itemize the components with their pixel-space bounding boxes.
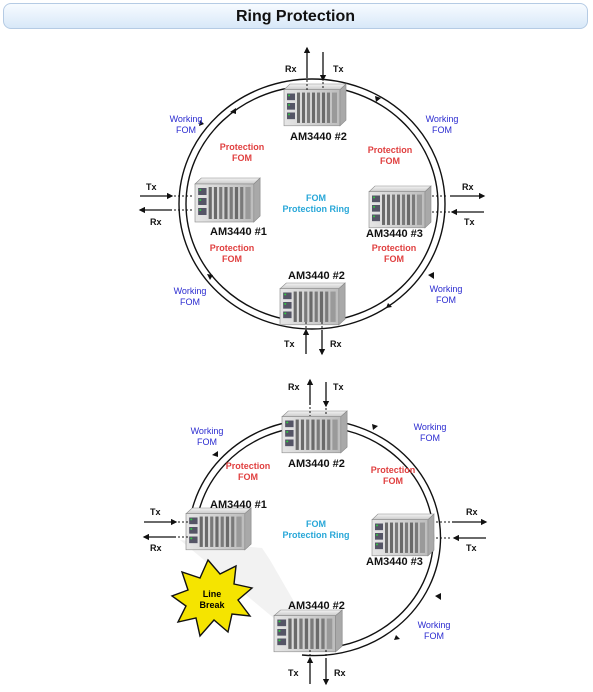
tx-label-bottom: Tx — [284, 339, 295, 349]
page-title: Ring Protection — [235, 8, 356, 25]
tx-label-right-2: Tx — [466, 543, 477, 553]
diagram-2: AM3440 #2 AM3440 #1 AM3440 #3 AM3440 #2 … — [142, 378, 488, 686]
device-top-icon — [283, 83, 347, 127]
rx-label-top-2: Rx — [288, 382, 300, 392]
device-label-left-2: AM3440 #1 — [210, 499, 267, 511]
device-label-top: AM3440 #2 — [290, 131, 347, 143]
tx-label-top-2: Tx — [333, 382, 344, 392]
rx-label-left-2: Rx — [150, 543, 162, 553]
tx-label-left-2: Tx — [150, 507, 161, 517]
title-bar: Ring Protection — [3, 3, 588, 29]
device-left-icon-2 — [185, 507, 252, 551]
device-label-top-2: AM3440 #2 — [288, 458, 345, 470]
rx-label-bottom-2: Rx — [334, 668, 346, 678]
tx-label-left: Tx — [146, 182, 157, 192]
device-right-icon-2 — [371, 513, 435, 557]
rx-label-right-2: Rx — [466, 507, 478, 517]
device-label-left: AM3440 #1 — [210, 226, 267, 238]
device-left-icon — [194, 177, 261, 223]
device-right-icon — [368, 185, 432, 229]
ring-outer-broken — [187, 418, 442, 657]
tx-label-top: Tx — [333, 64, 344, 74]
device-label-right: AM3440 #3 — [366, 228, 423, 240]
device-bottom-icon — [279, 282, 346, 326]
tx-label-right: Tx — [464, 217, 475, 227]
rx-label-right: Rx — [462, 182, 474, 192]
device-bottom-icon-2 — [273, 609, 343, 653]
device-label-right-2: AM3440 #3 — [366, 556, 423, 568]
rx-label-bottom: Rx — [330, 339, 342, 349]
ring-outer — [178, 78, 446, 330]
line-break-burst-icon — [170, 558, 254, 638]
tx-label-bottom-2: Tx — [288, 668, 299, 678]
device-top-icon-2 — [281, 410, 348, 454]
diagram-1: AM3440 #2 AM3440 #1 AM3440 #3 AM3440 #2 … — [138, 46, 486, 356]
ring-inner-broken — [194, 425, 435, 650]
rx-label-left: Rx — [150, 217, 162, 227]
rx-label-top: Rx — [285, 64, 297, 74]
device-label-bottom: AM3440 #2 — [288, 270, 345, 282]
device-label-bottom-2: AM3440 #2 — [288, 600, 345, 612]
